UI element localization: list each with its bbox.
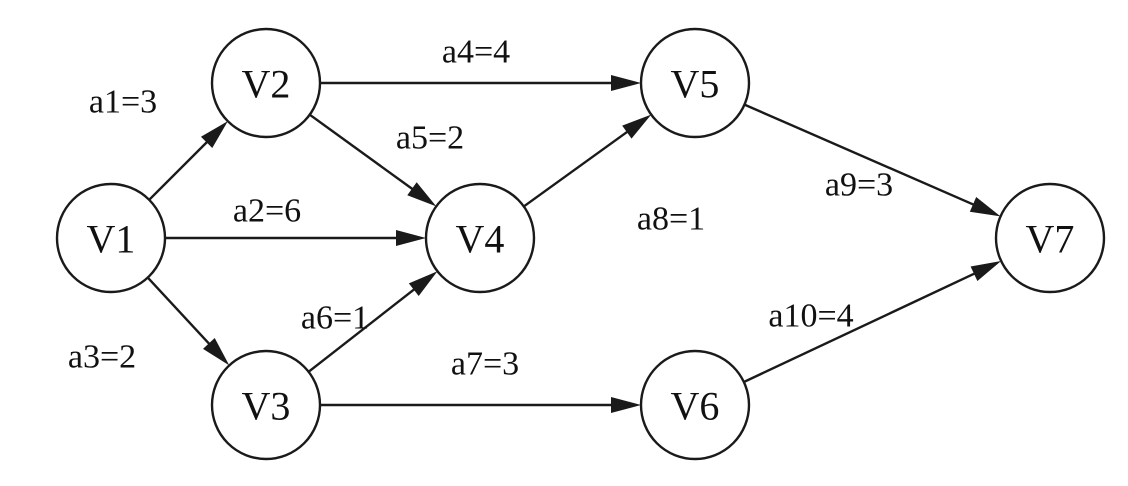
node-v4: V4 <box>424 182 536 294</box>
arrowhead-icon <box>408 271 438 296</box>
node-label-v2: V2 <box>242 62 291 107</box>
edge-a7 <box>320 397 641 413</box>
edge-line <box>148 140 209 201</box>
arrowhead-icon <box>407 182 437 207</box>
edge-a5 <box>309 113 437 207</box>
node-circle <box>639 349 751 461</box>
node-circle <box>210 349 322 461</box>
edge-a2 <box>165 230 426 246</box>
edge-label-a4: a4=4 <box>442 34 510 71</box>
edge-line <box>307 287 417 373</box>
node-circle <box>424 182 536 294</box>
arrowhead-icon <box>969 197 1001 217</box>
edge-label-a6: a6=1 <box>301 300 369 337</box>
node-label-v4: V4 <box>456 217 505 262</box>
edge-label-a7: a7=3 <box>451 346 519 383</box>
node-label-v3: V3 <box>242 384 291 429</box>
edge-a3 <box>146 276 230 366</box>
arrowhead-icon <box>611 75 641 91</box>
node-circle <box>210 27 322 139</box>
arrowhead-icon <box>622 114 652 139</box>
edge-a1 <box>148 121 228 201</box>
edge-a8 <box>523 114 652 208</box>
node-label-v6: V6 <box>671 384 720 429</box>
edge-label-a2: a2=6 <box>233 193 301 230</box>
node-circle <box>55 182 167 294</box>
edge-label-a5: a5=2 <box>396 120 464 157</box>
edge-label-a1: a1=3 <box>89 84 157 121</box>
edge-label-a10: a10=4 <box>768 298 853 335</box>
node-v6: V6 <box>639 349 751 461</box>
node-v5: V5 <box>639 27 751 139</box>
arrowhead-icon <box>200 121 228 149</box>
edge-line <box>309 113 415 191</box>
node-v1: V1 <box>55 182 167 294</box>
node-v7: V7 <box>994 182 1106 294</box>
arrowhead-icon <box>611 397 641 413</box>
edge-a9 <box>744 103 1001 217</box>
node-circle <box>994 182 1106 294</box>
edge-line <box>523 129 630 208</box>
node-label-v5: V5 <box>671 62 720 107</box>
edge-label-a8: a8=1 <box>637 201 705 238</box>
edge-line <box>743 271 977 384</box>
node-label-v7: V7 <box>1026 217 1075 262</box>
node-label-v1: V1 <box>87 217 136 262</box>
edge-label-a3: a3=2 <box>68 339 136 376</box>
edge-labels-layer: a1=3 a2=6 a3=2 a4=4 a5=2 a6=1 a7=3 a8=1 a9=3 a10=… <box>68 34 893 383</box>
edges-layer <box>146 75 1002 413</box>
edge-a10 <box>743 260 1002 384</box>
edge-line <box>146 276 212 346</box>
arrowhead-icon <box>970 260 1002 281</box>
node-circle <box>639 27 751 139</box>
edge-a6 <box>307 271 438 373</box>
edge-label-a9: a9=3 <box>825 167 893 204</box>
arrowhead-icon <box>202 337 230 366</box>
node-v2: V2 <box>210 27 322 139</box>
edge-line <box>744 103 976 207</box>
arrowhead-icon <box>396 230 426 246</box>
edge-a4 <box>320 75 641 91</box>
node-v3: V3 <box>210 349 322 461</box>
